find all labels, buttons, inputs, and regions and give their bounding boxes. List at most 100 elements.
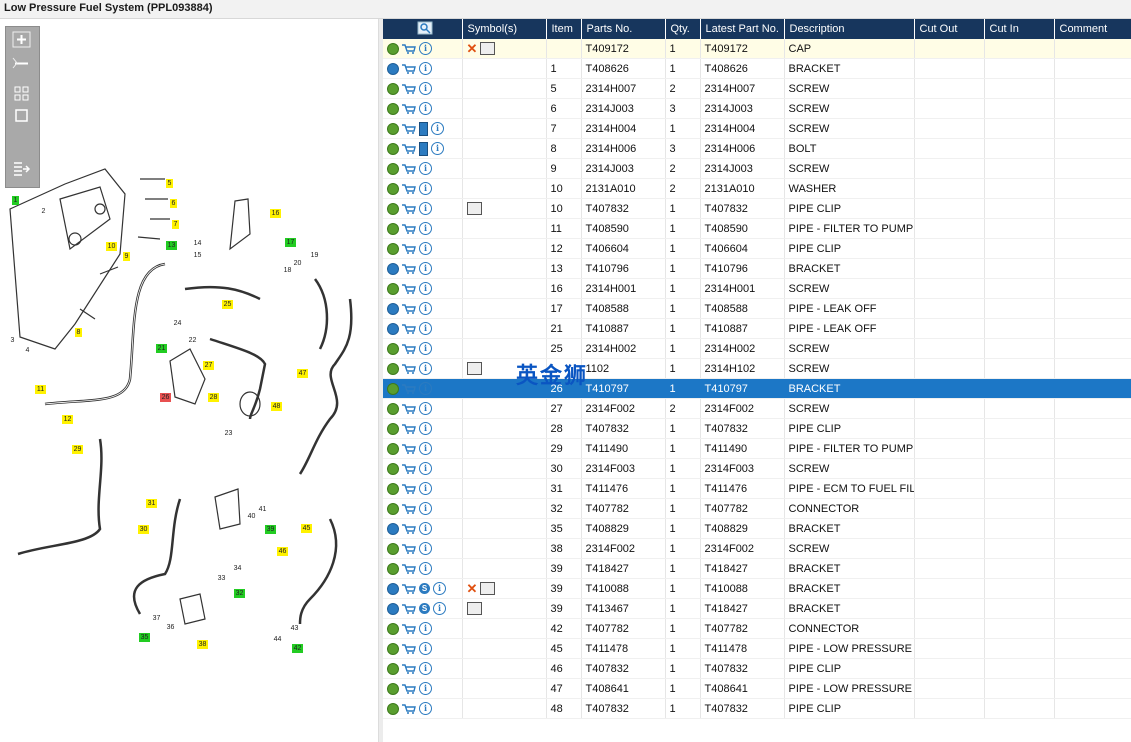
column-header-cut-out[interactable]: Cut Out [914,19,985,39]
gear-icon[interactable] [387,662,399,675]
callout-19[interactable]: 19 [310,252,319,259]
callout-28[interactable]: 28 [208,393,219,402]
gear-icon[interactable] [387,462,399,475]
callout-45[interactable]: 45 [301,524,312,533]
cart-icon[interactable] [402,543,416,554]
cart-icon[interactable] [402,243,416,254]
info-icon[interactable]: i [419,422,432,435]
cart-icon[interactable] [402,183,416,194]
gears-icon[interactable] [387,602,399,615]
info-icon[interactable]: i [433,602,446,615]
info-icon[interactable]: i [419,662,432,675]
callout-17[interactable]: 17 [285,238,296,247]
callout-44[interactable]: 44 [273,636,282,643]
callout-16[interactable]: 16 [270,209,281,218]
gear-icon[interactable] [387,162,399,175]
info-icon[interactable]: i [433,582,446,595]
cart-icon[interactable] [402,123,416,134]
cart-icon[interactable] [402,43,416,54]
cart-icon[interactable] [402,83,416,94]
callout-14[interactable]: 14 [193,240,202,247]
callout-39[interactable]: 39 [265,525,276,534]
gears-icon[interactable] [387,62,399,75]
info-icon[interactable]: i [419,502,432,515]
info-icon[interactable]: i [419,622,432,635]
fit-all-button[interactable] [12,85,31,102]
callout-36[interactable]: 36 [166,624,175,631]
column-header-icons[interactable] [383,19,463,39]
callout-41[interactable]: 41 [258,506,267,513]
gears-icon[interactable] [387,262,399,275]
callout-37[interactable]: 37 [152,615,161,622]
callout-18[interactable]: 18 [283,267,292,274]
callout-4[interactable]: 4 [25,347,30,354]
callout-21[interactable]: 21 [156,344,167,353]
supersession-icon[interactable]: S [419,583,430,594]
cart-icon[interactable] [402,283,416,294]
info-icon[interactable]: i [419,202,432,215]
info-icon[interactable]: i [419,42,432,55]
cross-icon[interactable]: ✕ [466,580,478,596]
info-icon[interactable]: i [419,482,432,495]
cart-icon[interactable] [402,163,416,174]
cart-icon[interactable] [402,103,416,114]
info-icon[interactable]: i [419,222,432,235]
gear-icon[interactable] [387,702,399,715]
cart-icon[interactable] [402,343,416,354]
callout-10[interactable]: 10 [106,242,117,251]
column-header-cut-in[interactable]: Cut In [984,19,1055,39]
supersession-icon[interactable]: S [419,603,430,614]
actual-size-button[interactable] [12,107,31,124]
callout-22[interactable]: 22 [188,337,197,344]
info-icon[interactable]: i [419,562,432,575]
column-header-latest-part-no[interactable]: Latest Part No. [700,19,785,39]
magnifier-icon[interactable] [480,582,496,595]
gear-icon[interactable] [387,362,399,375]
callout-25[interactable]: 25 [222,300,233,309]
callout-5[interactable]: 5 [166,179,173,188]
info-icon[interactable]: i [419,462,432,475]
callout-31[interactable]: 31 [146,499,157,508]
gear-icon[interactable] [387,82,399,95]
gear-icon[interactable] [387,102,399,115]
cart-icon[interactable] [402,603,416,614]
callout-42[interactable]: 42 [292,644,303,653]
gear-icon[interactable] [387,402,399,415]
cart-icon[interactable] [402,483,416,494]
cart-icon[interactable] [402,363,416,374]
info-icon[interactable]: i [419,242,432,255]
callout-46[interactable]: 46 [277,547,288,556]
callout-48[interactable]: 48 [271,402,282,411]
cart-icon[interactable] [402,383,416,394]
info-icon[interactable]: i [419,322,432,335]
info-icon[interactable]: i [419,382,432,395]
callout-29[interactable]: 29 [72,445,83,454]
info-icon[interactable]: i [419,522,432,535]
cart-icon[interactable] [402,263,416,274]
callout-38[interactable]: 38 [197,640,208,649]
callout-26[interactable]: 26 [160,393,171,402]
callout-27[interactable]: 27 [203,361,214,370]
callout-1[interactable]: 1 [12,196,19,205]
info-icon[interactable]: i [419,702,432,715]
info-icon[interactable]: i [419,282,432,295]
gear-icon[interactable] [387,622,399,635]
info-icon[interactable]: i [419,682,432,695]
gear-icon[interactable] [387,482,399,495]
